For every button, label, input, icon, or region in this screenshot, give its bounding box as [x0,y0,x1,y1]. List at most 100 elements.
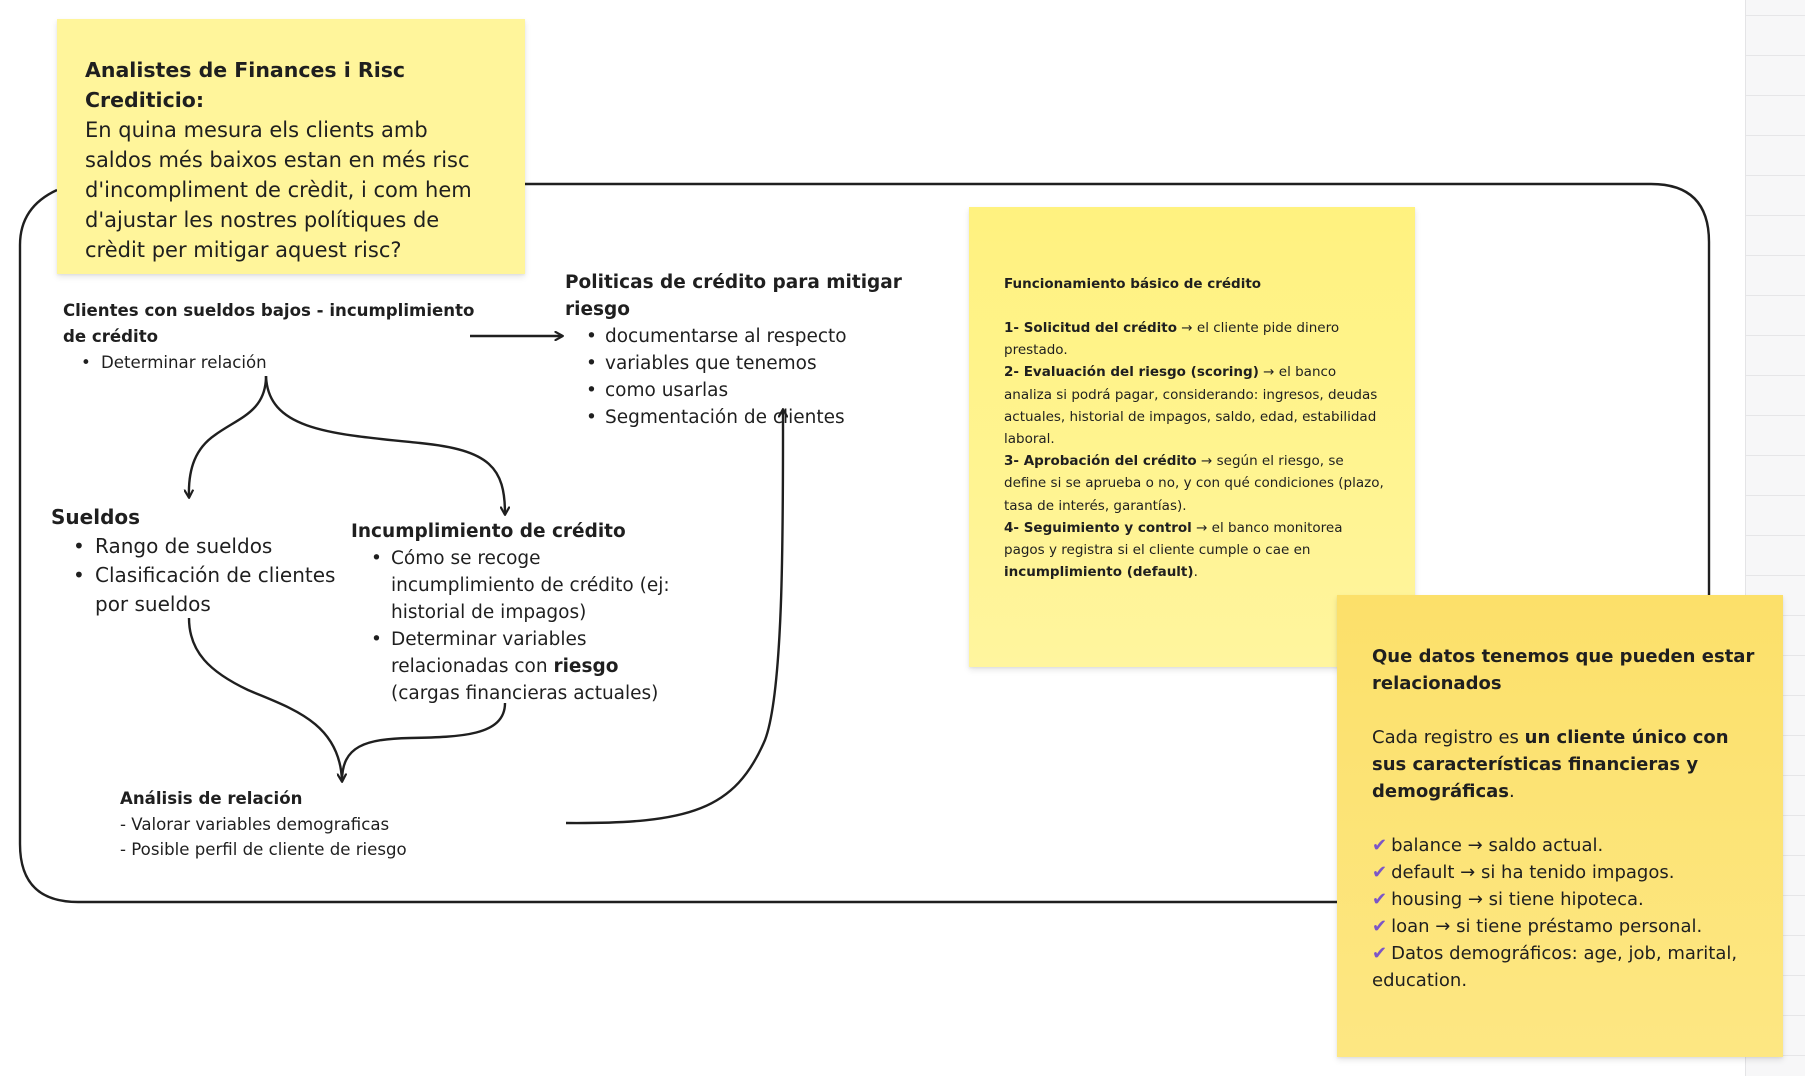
data-row-text: housing → si tiene hipoteca. [1391,889,1644,910]
data-row-text: Datos demográficos: age, job, marital, e… [1372,943,1738,991]
list-item: •Clasificación de clientes por sueldos [51,561,351,619]
node-incumplimiento-credito[interactable]: Incumplimiento de crédito • Cómo se recog… [351,518,681,707]
intro-text: Cada registro es [1372,727,1525,748]
node-line: - Valorar variables demograficas [120,814,390,834]
bullet-icon: • [81,353,91,372]
node-politicas-credito[interactable]: Politicas de crédito para mitigar riesgo… [565,269,965,431]
check-icon: ✔ [1372,835,1388,856]
list-item-text: Determinar relación [101,353,267,372]
node-title: Clientes con sueldos bajos - incumplimie… [63,301,475,346]
credit-step-label: 4- Seguimiento y control [1004,519,1192,536]
node-list: • documentarse al respecto • variables que… [565,323,965,431]
panel-divider [1746,335,1805,336]
panel-divider [1746,55,1805,56]
data-note-intro: Cada registro es un cliente único con su… [1372,724,1761,805]
credit-note-title: Funcionamiento básico de crédito [1004,276,1262,292]
panel-divider [1746,375,1805,376]
list-item: • Segmentación de clientes [565,404,965,431]
arrow-relation-to-incumplimiento[interactable] [264,375,505,514]
list-item: • variables que tenemos [565,350,965,377]
arrow-sueldos-to-analisis[interactable] [187,617,342,781]
bullet-icon: • [371,548,382,569]
list-item-text: Cómo se recoge incumplimiento de crédito… [391,548,670,623]
intro-text: . [1509,781,1515,802]
credit-step-label: 3- Aprobación del crédito [1004,453,1197,470]
panel-divider [1746,215,1805,216]
list-item: • Determinar variables relacionadas con r… [351,626,681,707]
check-icon: ✔ [1372,943,1388,964]
data-row-text: loan → si tiene préstamo personal. [1391,916,1703,937]
list-item: • Cómo se recoge incumplimiento de crédit… [351,545,681,626]
panel-divider [1746,575,1805,576]
node-title: Análisis de relación [120,789,303,808]
bullet-icon: • [586,407,597,428]
credit-step: 3- Aprobación del crédito → según el rie… [1004,450,1385,517]
credit-step-label: 1- Solicitud del crédito [1004,320,1177,336]
credit-step-text: → según el riesgo, se define si se aprue… [1004,453,1384,514]
list-item-text: Determinar variables relacionadas con [391,629,587,677]
list-item-text: Clasificación de clientes por sueldos [95,563,336,616]
list-item: • documentarse al respecto [565,323,965,350]
panel-divider [1746,415,1805,416]
node-line: - Posible perfil de cliente de riesgo [120,840,407,859]
arrow-incumplimiento-to-analisis[interactable] [340,702,507,782]
panel-divider [1746,135,1805,136]
panel-divider [1746,535,1805,536]
list-item-text: como usarlas [605,380,729,401]
check-icon: ✔ [1372,916,1388,937]
node-list: • Determinar relación [63,350,483,376]
node-list: • Rango de sueldos •Clasificación de clie… [51,532,351,619]
list-item-text: (cargas financieras actuales) [391,683,659,704]
sticky-note-available-data[interactable]: Que datos tenemos que pueden estar relac… [1337,595,1783,1057]
node-sueldos[interactable]: Sueldos • Rango de sueldos •Clasificación… [51,503,351,619]
panel-divider [1746,255,1805,256]
question-text: En quina mesura els clients amb saldos m… [85,118,472,262]
credit-step-label: 2- Evaluación del riesgo (scoring) [1004,364,1259,381]
question-title: Analistes de Finances i Risc Crediticio: [85,58,406,112]
arrow-relation-to-sueldos[interactable] [189,375,268,497]
node-clientes-sueldos-bajos[interactable]: Clientes con sueldos bajos - incumplimie… [63,298,483,376]
sticky-note-credit-process[interactable]: Funcionamiento básico de crédito 1- Soli… [969,207,1415,667]
credit-step: 1- Solicitud del crédito → el cliente pi… [1004,317,1385,361]
panel-divider [1746,95,1805,96]
bullet-icon: • [586,326,597,347]
check-icon: ✔ [1372,889,1388,910]
bullet-icon: • [586,380,597,401]
credit-step-text: → el banco analiza si podrá pagar, consi… [1004,364,1378,448]
list-item: • Rango de sueldos [51,532,351,561]
panel-divider [1746,15,1805,16]
panel-divider [1746,455,1805,456]
node-analisis-relacion[interactable]: Análisis de relación - Valorar variables… [120,786,500,863]
data-row: ✔balance → saldo actual. [1372,832,1761,859]
credit-step: 2- Evaluación del riesgo (scoring) → el … [1004,361,1385,450]
bold-keyword: incumplimiento (default) [1004,564,1194,581]
node-title: Politicas de crédito para mitigar riesgo [565,272,902,320]
list-item-text: Segmentación de clientes [605,407,845,428]
list-item: • Determinar relación [63,350,483,376]
bold-keyword: riesgo [553,656,619,677]
list-item: • como usarlas [565,377,965,404]
list-item-text: variables que tenemos [605,353,817,374]
credit-step-text: → el banco monitorea pagos y registra si… [1004,519,1343,559]
panel-divider [1746,495,1805,496]
bullet-icon: • [73,534,85,558]
data-row: ✔Datos demográficos: age, job, marital, … [1372,940,1761,994]
credit-step-text: → el cliente pide dinero prestado. [1004,320,1340,359]
panel-divider [1746,295,1805,296]
credit-step-tail: . [1193,564,1198,581]
check-icon: ✔ [1372,862,1388,883]
credit-step: 4- Seguimiento y control → el banco moni… [1004,517,1385,584]
node-title: Incumplimiento de crédito [351,521,626,542]
list-item-text: documentarse al respecto [605,326,847,347]
bullet-icon: • [586,353,597,374]
bullet-icon: • [371,629,382,650]
list-item-text: Rango de sueldos [95,534,273,558]
node-list: • Cómo se recoge incumplimiento de crédit… [351,545,681,707]
node-title: Sueldos [51,505,141,529]
data-row: ✔housing → si tiene hipoteca. [1372,886,1761,913]
sticky-note-question[interactable]: Analistes de Finances i Risc Crediticio:… [57,19,525,274]
bold-keyword: un cliente único con sus características… [1372,727,1729,802]
data-row-text: default → si ha tenido impagos. [1391,862,1675,883]
data-row: ✔loan → si tiene préstamo personal. [1372,913,1761,940]
